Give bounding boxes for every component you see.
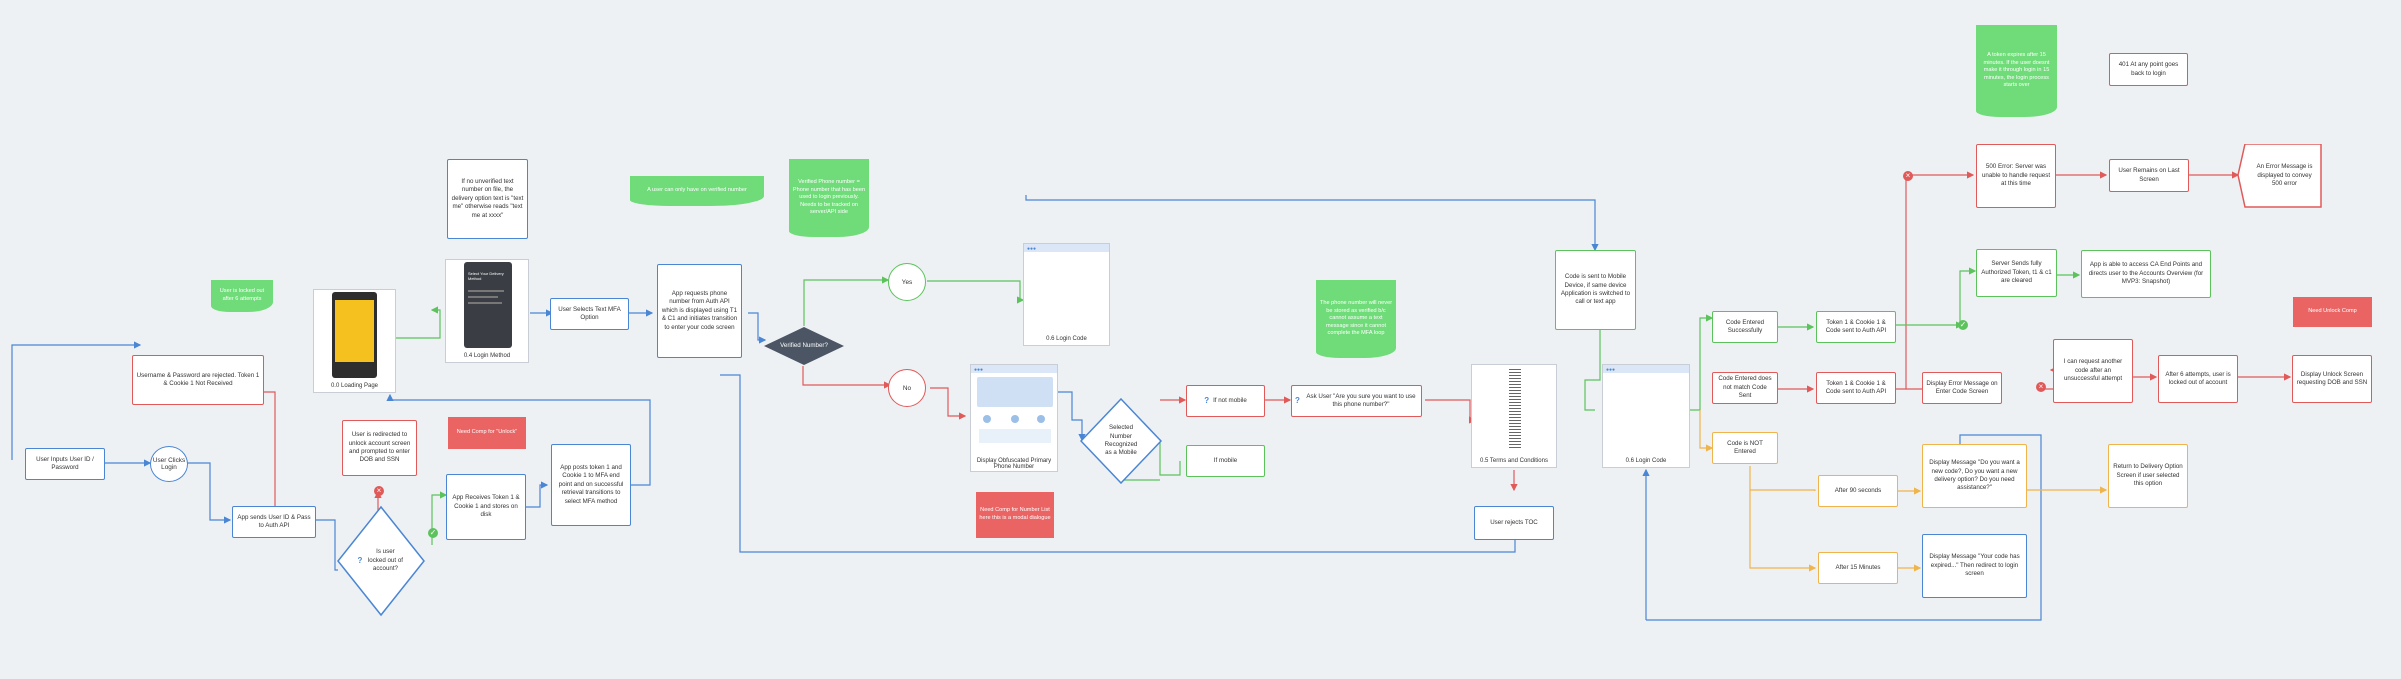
loading-page-caption: 0.0 Loading Page (330, 383, 379, 389)
code-entered-success-box: Code Entered Successfully (1712, 311, 1778, 343)
map-illustration (977, 377, 1053, 407)
barcode-illustration (1509, 369, 1521, 449)
login-method-caption: 0.4 Login Method (463, 353, 511, 359)
login-code-bottom-screen: ●●● 0.6 Login Code (1602, 364, 1690, 468)
user-rejects-toc-box: User rejects TOC (1474, 506, 1554, 540)
display-obfuscated-screen: ●●● Display Obfuscated Primary Phone Num… (970, 364, 1058, 472)
need-unlock-comp-note: Need Unlock Comp (2293, 297, 2372, 327)
display-error-code-box: Display Error Message on Enter Code Scre… (1922, 372, 2002, 404)
app-requests-phone-box: App requests phone number from Auth API … (657, 264, 742, 358)
question-icon: ? (1204, 395, 1210, 405)
display-code-expired-box: Display Message "Your code has expired..… (1922, 534, 2027, 598)
login-code-top-caption: 0.6 Login Code (1046, 336, 1087, 342)
user-redirected-unlock-box: User is redirected to unlock account scr… (342, 420, 417, 476)
verified-number-decision: Verified Number? (763, 326, 845, 366)
need-comp-unlock-note: Need Comp for "Unlock" (448, 417, 526, 449)
terms-screen: 0.5 Terms and Conditions (1471, 364, 1557, 468)
username-rejected-box: Username & Password are rejected. Token … (132, 355, 264, 405)
phone-never-stored-note: The phone number will never be stored as… (1316, 280, 1396, 358)
app-receives-token-box: App Receives Token 1 & Cookie 1 and stor… (446, 474, 526, 540)
error-message-500-label: An Error Message is displayed to convey … (2256, 163, 2313, 188)
no-circle: No (888, 369, 926, 407)
server-sends-token-box: Server Sends fully Authorized Token, t1 … (1976, 249, 2057, 297)
return-delivery-box: Return to Delivery Option Screen if user… (2108, 444, 2188, 508)
after-90-seconds-box: After 90 seconds (1818, 475, 1898, 507)
user-remains-box: User Remains on Last Screen (2109, 159, 2189, 192)
display-unlock-box: Display Unlock Screen requesting DOB and… (2292, 355, 2372, 403)
one-verified-note: A user can only have on verified number (630, 176, 764, 206)
server-error-500-box: 500 Error: Server was unable to handle r… (1976, 144, 2056, 208)
loading-page-screen: 0.0 Loading Page (313, 289, 396, 393)
app-posts-token-box: App posts token 1 and Cookie 1 to MFA en… (551, 444, 631, 526)
if-not-mobile-box: ?If not mobile (1186, 385, 1265, 417)
x-icon: × (2036, 382, 2046, 392)
question-icon: ? (357, 555, 363, 565)
check-icon: ✓ (428, 528, 438, 538)
user-clicks-login-circle: User Clicks Login (150, 446, 188, 482)
user-selects-mfa-box: User Selects Text MFA Option (550, 298, 629, 330)
verified-phone-note: Verified Phone number = Phone number tha… (789, 159, 869, 237)
token-sent-auth-1-box: Token 1 & Cookie 1 & Code sent to Auth A… (1816, 311, 1896, 343)
display-new-code-box: Display Message "Do you want a new code?… (1922, 444, 2027, 508)
error-message-500-box: An Error Message is displayed to convey … (2237, 144, 2322, 208)
after-6-attempts-box: After 6 attempts, user is locked out of … (2158, 355, 2238, 403)
selected-number-decision: Selected Number Recognized as a Mobile (1080, 398, 1162, 484)
display-obfuscated-caption: Display Obfuscated Primary Phone Number (976, 458, 1052, 470)
phone-mock (332, 292, 377, 378)
login-code-bottom-caption: 0.6 Login Code (1625, 458, 1667, 464)
if-not-mobile-label: If not mobile (1213, 396, 1247, 404)
ask-user-sure-box: ? Ask User "Are you sure you want to use … (1291, 385, 1422, 417)
token-sent-auth-2-box: Token 1 & Cookie 1 & Code sent to Auth A… (1816, 372, 1896, 404)
i-can-request-box: I can request another code after an unsu… (2053, 339, 2133, 403)
token-expires-note: A token expires after 15 minutes. If the… (1976, 25, 2057, 117)
phone-mock-dark: Select Your Delivery Method (464, 262, 512, 348)
phone-title: Select Your Delivery Method (468, 271, 504, 281)
selected-number-label: Selected Number Recognized as a Mobile (1104, 424, 1138, 457)
if-mobile-box: If mobile (1186, 445, 1265, 477)
yes-circle: Yes (888, 263, 926, 301)
question-icon: ? (1295, 395, 1300, 405)
unverified-text-note-box: If no unverified text number on file, th… (447, 159, 528, 239)
is-user-locked-decision: ? Is user locked out of account? (336, 505, 426, 617)
app-sends-user-id-box: App sends User ID & Pass to Auth API (232, 506, 316, 538)
after-15-minutes-box: After 15 Minutes (1818, 552, 1898, 584)
x-icon: × (1903, 171, 1913, 181)
terms-caption: 0.5 Terms and Conditions (1480, 458, 1548, 464)
is-user-locked-label: Is user locked out of account? (367, 548, 403, 573)
code-sent-mobile-box: Code is sent to Mobile Device, if same d… (1555, 250, 1636, 330)
verified-number-label: Verified Number? (780, 341, 828, 349)
user-locked-note: User is locked out after 6 attempts (211, 280, 273, 312)
code-not-match-box: Code Entered does not match Code Sent (1712, 372, 1778, 404)
app-able-access-box: App is able to access CA End Points and … (2081, 250, 2211, 298)
login-code-top-screen: ●●● 0.6 Login Code (1023, 243, 1110, 346)
error-401-box: 401 At any point goes back to login (2109, 53, 2188, 86)
code-not-entered-box: Code is NOT Entered (1712, 432, 1778, 464)
login-method-screen: Select Your Delivery Method 0.4 Login Me… (445, 259, 529, 363)
user-inputs-box: User Inputs User ID / Password (25, 448, 105, 480)
ask-user-sure-label: Ask User "Are you sure you want to use t… (1306, 392, 1416, 408)
check-icon: ✓ (1958, 320, 1968, 330)
x-icon: × (374, 486, 384, 496)
need-comp-number-note: Need Comp for Number List here this is a… (976, 492, 1054, 538)
